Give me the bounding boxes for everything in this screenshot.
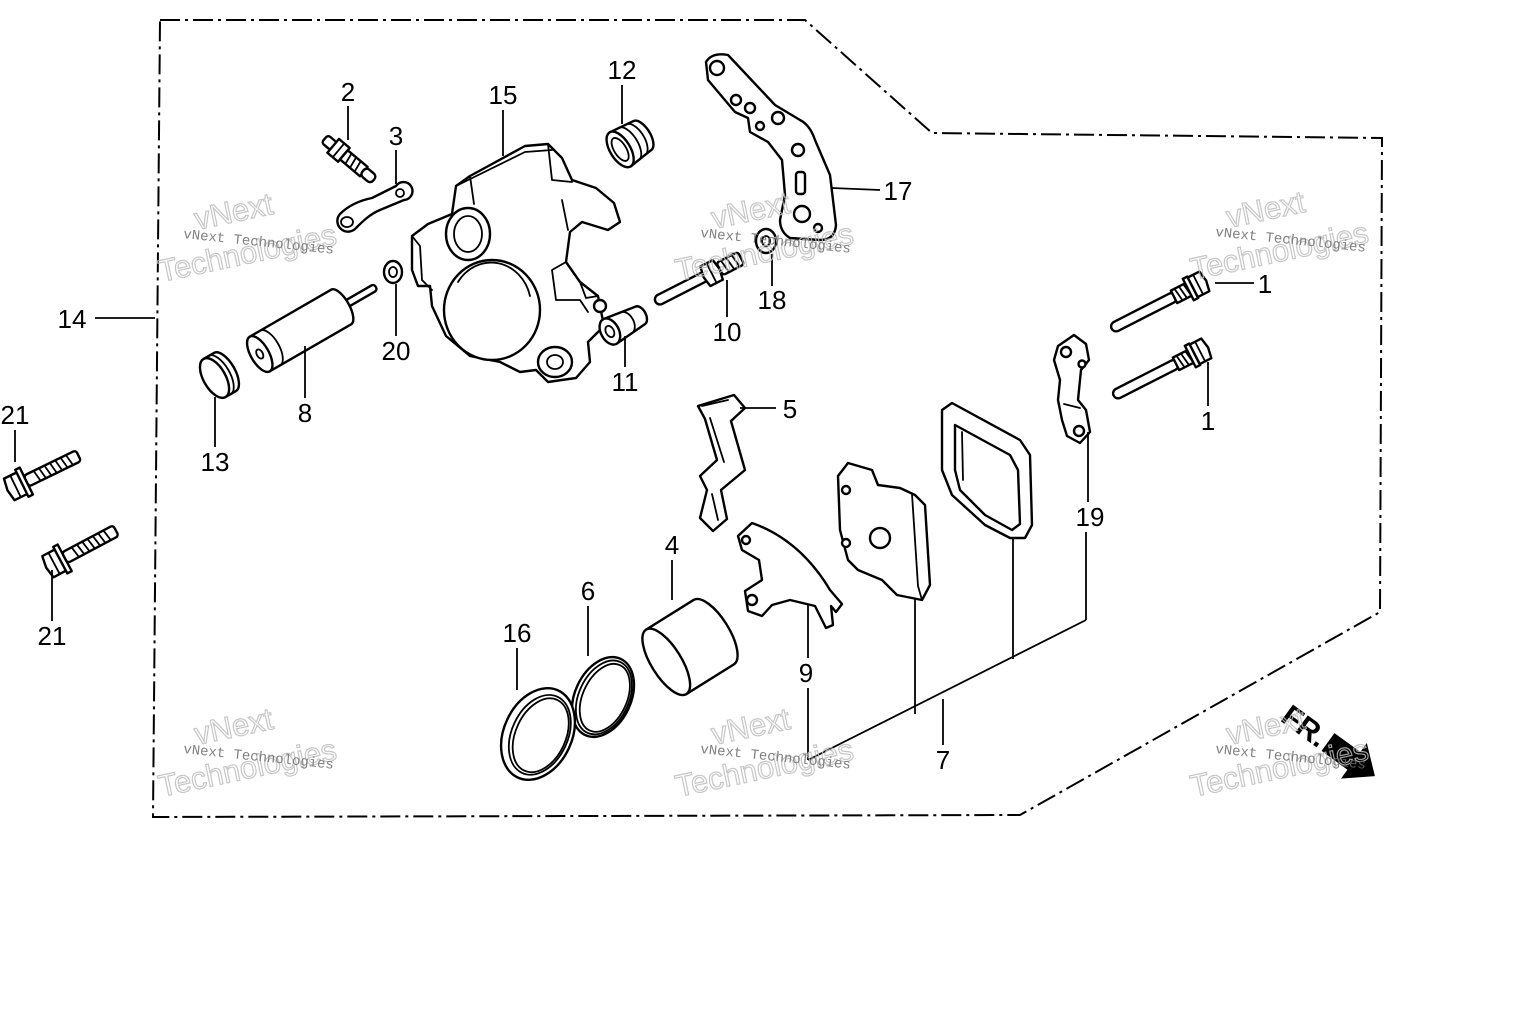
watermark: vNext Technologies vNext Technologies	[155, 185, 340, 289]
pin-bolt	[653, 251, 745, 306]
watermark-large-bottom: Technologies	[672, 732, 856, 804]
pin-cap	[198, 351, 241, 400]
caliper-body	[410, 142, 622, 384]
mount-bolt-lower	[41, 525, 119, 579]
watermark-large-bottom: Technologies	[155, 732, 339, 804]
callout-9: 9	[799, 658, 813, 688]
front-direction-label: FR.	[1275, 699, 1333, 754]
callout-7: 7	[936, 745, 950, 775]
watermark-large-top: vNext	[191, 186, 276, 237]
callout-4: 4	[665, 530, 679, 560]
callout-21-lower: 21	[38, 621, 67, 651]
callout-3: 3	[389, 121, 403, 151]
callout-15: 15	[489, 80, 518, 110]
callout-10: 10	[713, 317, 742, 347]
callout-11: 11	[612, 367, 639, 397]
bleeder-screw	[321, 134, 377, 184]
bleeder-cap	[336, 180, 414, 233]
watermark-small: vNext Technologies	[1214, 225, 1366, 257]
callout-18: 18	[758, 285, 787, 315]
caliper-bracket	[704, 53, 838, 242]
assembly-outline	[151, 19, 1384, 819]
callout-17: 17	[884, 176, 913, 206]
watermark-large-bottom: Technologies	[1187, 215, 1371, 287]
callout-labels: 2 3 15 12 17 14 20 8 13 10 18 11 1 1 5 1…	[1, 55, 1273, 775]
bolt-upper	[1109, 270, 1211, 333]
callout-21-upper: 21	[1, 400, 30, 430]
brake-pad-front	[836, 461, 932, 602]
pin-boot	[598, 305, 649, 346]
callout-16: 16	[503, 618, 532, 648]
callout-8: 8	[298, 398, 312, 428]
washer-upper	[754, 227, 778, 255]
watermark-large-top: vNext	[1223, 184, 1308, 235]
watermark-large-bottom: Technologies	[155, 217, 339, 289]
callout-1-upper: 1	[1258, 269, 1272, 299]
callout-1-lower: 1	[1201, 406, 1215, 436]
callout-2: 2	[341, 77, 355, 107]
callout-6: 6	[581, 576, 595, 606]
callout-20: 20	[382, 336, 411, 366]
arrow-icon	[1321, 733, 1375, 779]
washer-lower	[382, 259, 404, 285]
watermark-small: vNext Technologies	[182, 227, 334, 259]
callout-19: 19	[1076, 502, 1105, 532]
watermark: vNext Technologies vNext Technologies	[672, 700, 857, 804]
callout-5: 5	[783, 394, 797, 424]
front-direction-marker: FR.	[1275, 699, 1375, 779]
pad-retainer	[1052, 333, 1092, 445]
callout-14: 14	[58, 304, 87, 334]
callout-12: 12	[608, 55, 637, 85]
watermark: vNext Technologies vNext Technologies	[1187, 183, 1372, 287]
mount-bolt-upper	[2, 450, 82, 502]
leader-lines	[14, 85, 1254, 761]
pad-spring	[696, 393, 747, 533]
watermark-large-top: vNext	[191, 701, 276, 752]
piston-seal	[570, 655, 636, 739]
piston	[641, 597, 739, 697]
slide-pin	[245, 283, 378, 374]
brake-pad-rear	[940, 401, 1034, 540]
pad-shim	[736, 521, 844, 630]
bracket-boot	[605, 119, 655, 169]
watermark: vNext Technologies vNext Technologies	[155, 700, 340, 804]
watermark-small: vNext Technologies	[699, 742, 851, 774]
watermark-large-top: vNext	[708, 701, 793, 752]
watermark-small: vNext Technologies	[182, 742, 334, 774]
pad-set	[836, 401, 1034, 602]
bolt-lower	[1111, 337, 1213, 400]
callout-13: 13	[201, 447, 230, 477]
dust-seal	[499, 686, 577, 782]
